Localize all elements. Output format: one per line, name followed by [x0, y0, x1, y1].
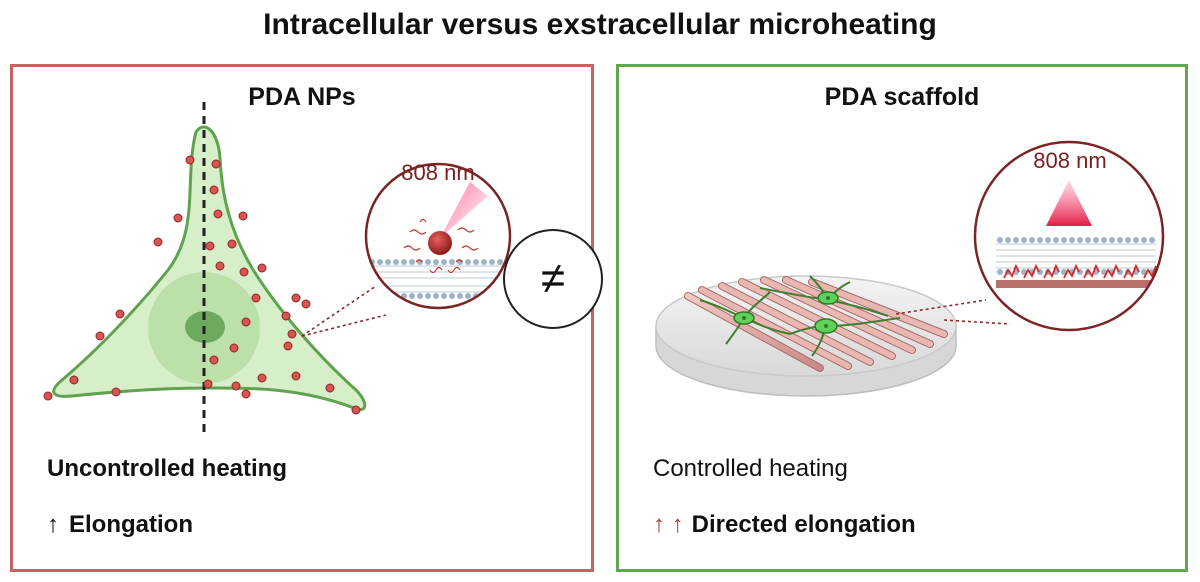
left-zoom-membrane	[364, 162, 512, 310]
right-elongation-row: ↑ ↑ Directed elongation	[653, 511, 916, 539]
right-wavelength-label: 808 nm	[1033, 148, 1107, 173]
left-elongation-label: Elongation	[69, 511, 193, 538]
not-equal-symbol: ≠	[503, 229, 603, 329]
left-panel-title: PDA NPs	[248, 83, 356, 111]
neuron-cell	[52, 102, 367, 436]
up-arrow-icon: ↑	[47, 511, 59, 538]
left-wavelength-label: 808 nm	[401, 160, 475, 185]
right-zoom-membrane	[973, 140, 1165, 332]
right-panel-title: PDA scaffold	[824, 83, 980, 111]
nanoparticles	[43, 155, 361, 415]
right-elongation-label: Directed elongation	[691, 511, 916, 538]
double-up-arrow-icon: ↑ ↑	[653, 511, 684, 538]
left-elongation-row: ↑ Elongation	[47, 511, 193, 539]
aligned-fibers	[684, 276, 948, 372]
figure-title: Intracellular versus exstracellular micr…	[263, 8, 937, 41]
left-panel-pda-nps: PDA NPs Uncontrolled heating ↑ Elongation	[10, 64, 594, 572]
left-heating-label: Uncontrolled heating	[47, 455, 287, 482]
right-heating-label: Controlled heating	[653, 455, 848, 482]
pda-scaffold-disk	[655, 275, 957, 397]
